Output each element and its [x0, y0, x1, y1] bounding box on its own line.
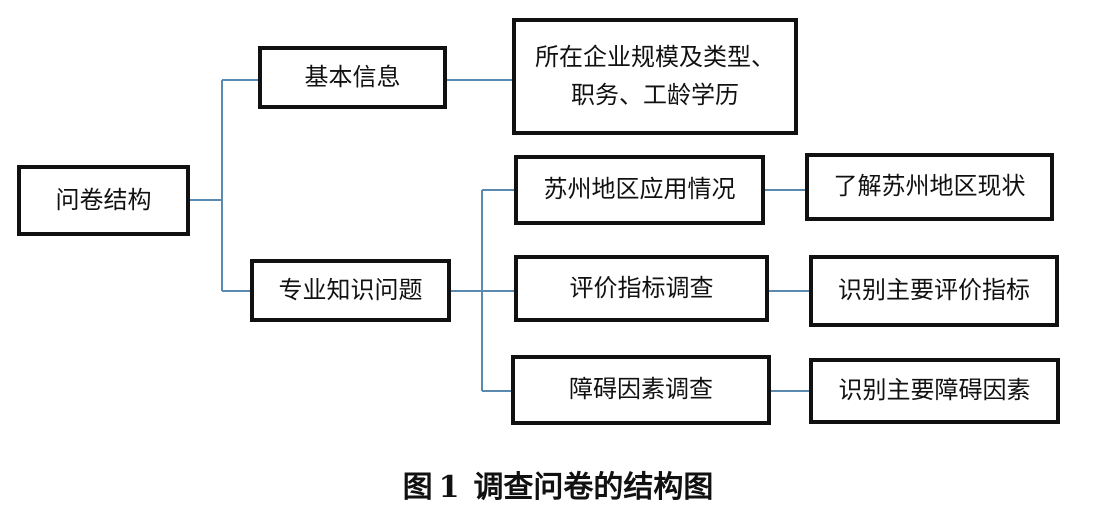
- caption-number: 1: [438, 470, 460, 505]
- professional-node: 专业知识问题: [250, 259, 451, 322]
- sub3-node: 障碍因素调查: [511, 355, 771, 425]
- basic-info-detail-line1: 所在企业规模及类型、: [535, 43, 775, 72]
- sub1-node: 苏州地区应用情况: [514, 155, 765, 225]
- caption-label: 图: [402, 470, 433, 505]
- caption-text: 调查问卷的结构图: [473, 470, 714, 505]
- sub3-detail-node: 识别主要障碍因素: [809, 358, 1060, 424]
- root-node: 问卷结构: [17, 165, 190, 236]
- sub2-node: 评价指标调查: [514, 255, 769, 322]
- sub1-detail-node: 了解苏州地区现状: [805, 153, 1054, 221]
- basic-info-detail-node: 所在企业规模及类型、 职务、工龄学历: [512, 18, 798, 135]
- sub2-detail-node: 识别主要评价指标: [809, 255, 1059, 327]
- basic-info-node: 基本信息: [258, 46, 447, 109]
- basic-info-detail-line2: 职务、工龄学历: [571, 80, 739, 109]
